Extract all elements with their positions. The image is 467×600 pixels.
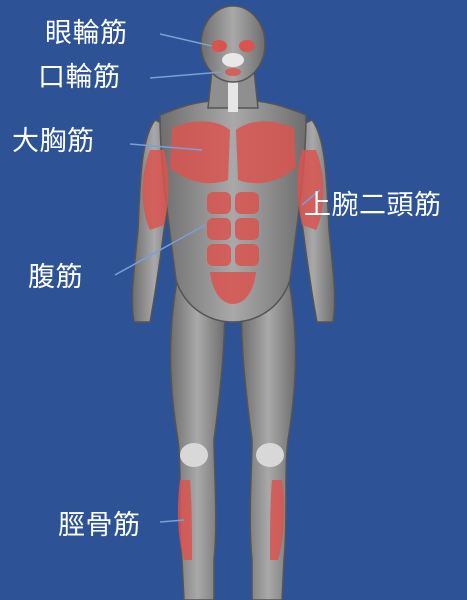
pectoralis-left xyxy=(170,121,230,183)
left-knee xyxy=(180,443,208,467)
orbicularis-oris xyxy=(225,68,241,76)
left-leg xyxy=(171,275,225,600)
label-orbicularis-oculi: 眼輪筋 xyxy=(45,18,128,50)
right-knee xyxy=(256,443,284,467)
orbicularis-oculi-right xyxy=(239,40,255,52)
label-tibialis: 脛骨筋 xyxy=(58,510,141,542)
biceps-left xyxy=(143,150,169,230)
label-biceps: 上腕二頭筋 xyxy=(304,190,442,222)
label-abdominal: 腹筋 xyxy=(28,262,83,294)
pectoralis-right xyxy=(236,121,296,183)
orbicularis-oculi-left xyxy=(211,40,227,52)
label-orbicularis-oris: 口輪筋 xyxy=(38,62,121,94)
right-leg xyxy=(241,275,295,600)
label-pectoralis-major: 大胸筋 xyxy=(12,126,95,158)
